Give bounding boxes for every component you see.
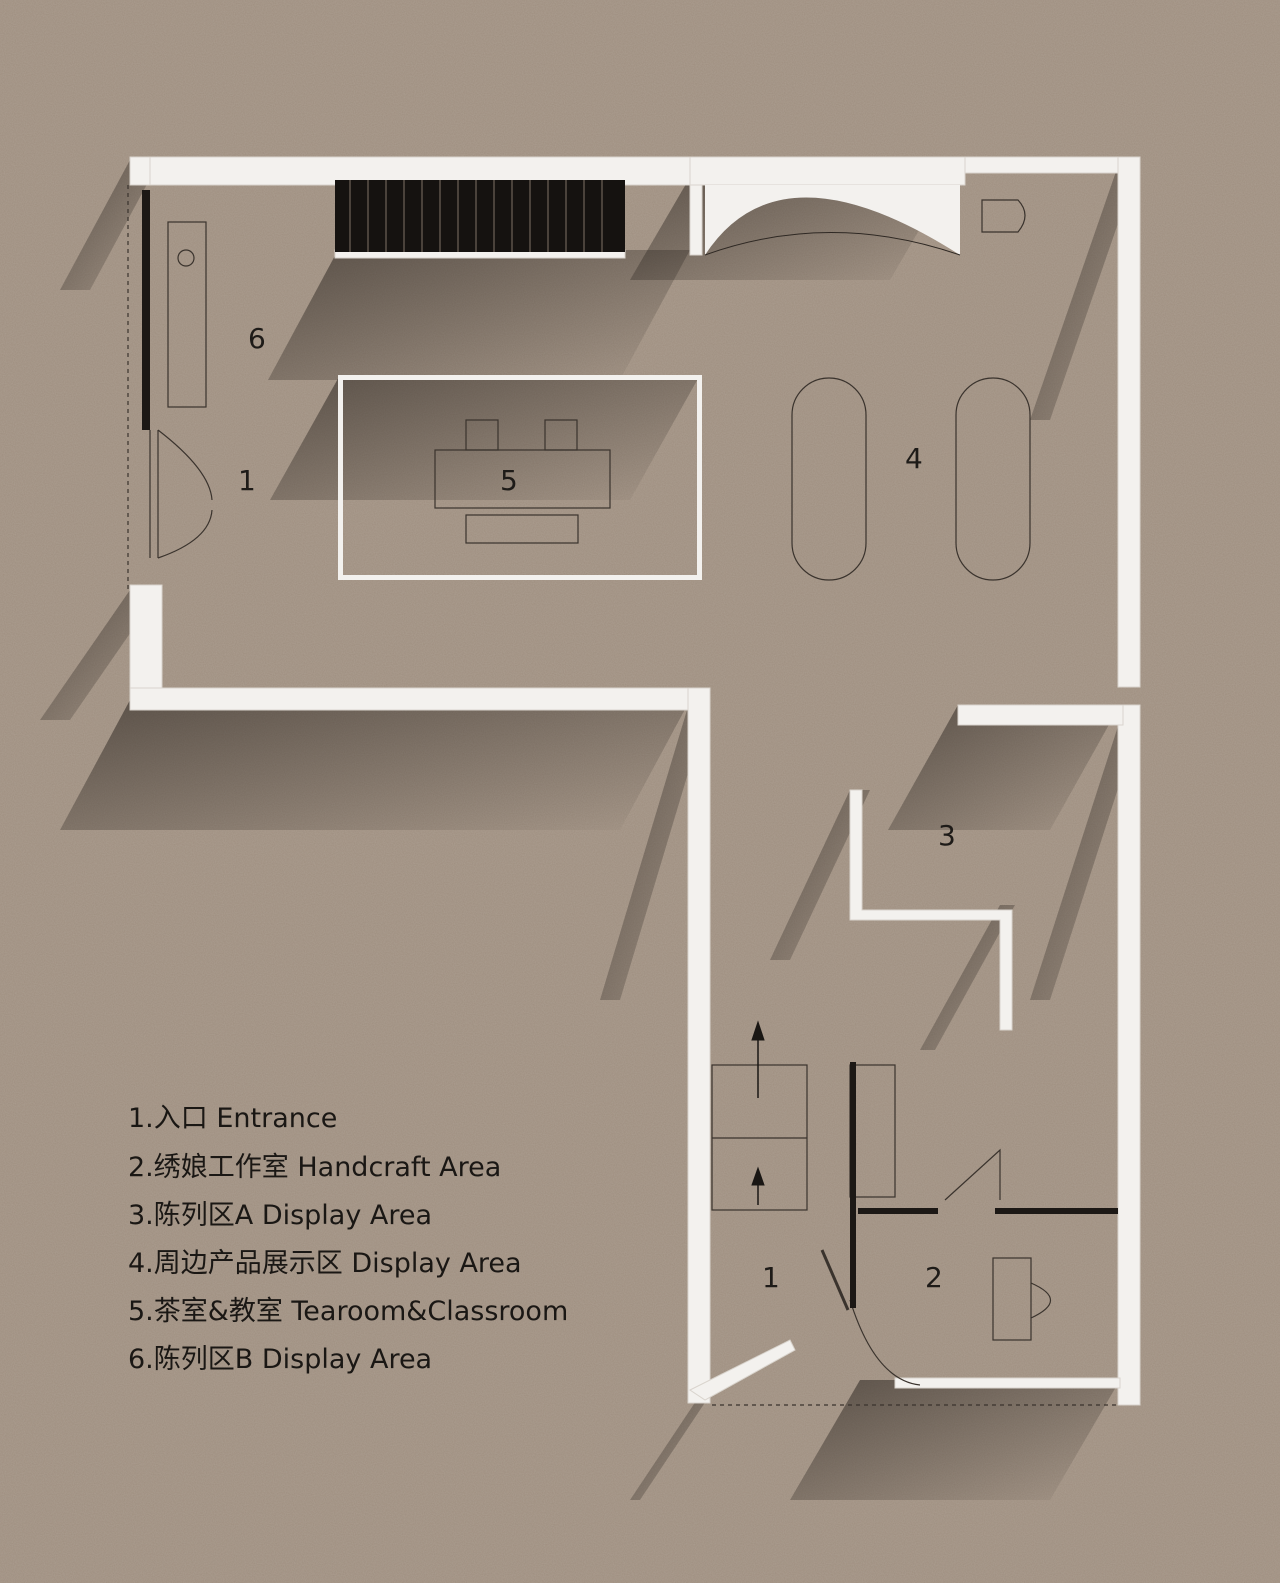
walls	[129, 156, 1141, 1406]
legend-item-2: 2.绣娘工作室 Handcraft Area	[128, 1152, 501, 1183]
room-label-1-bottom: 1	[762, 1261, 780, 1294]
arrow-up-icon	[751, 1020, 765, 1205]
room-label-2: 2	[925, 1261, 943, 1294]
legend-item-1: 1.入口 Entrance	[128, 1103, 337, 1134]
legend-item-6: 6.陈列区B Display Area	[128, 1344, 432, 1375]
room-label-3: 3	[938, 819, 956, 852]
room-label-4: 4	[905, 442, 923, 475]
room-label-5: 5	[500, 464, 518, 497]
legend-item-4: 4.周边产品展示区 Display Area	[128, 1248, 522, 1279]
legend-item-3: 3.陈列区A Display Area	[128, 1200, 432, 1231]
legend-item-5: 5.茶室&教室 Tearoom&Classroom	[128, 1296, 568, 1327]
dark-partitions	[142, 190, 1118, 1308]
tearoom-walls	[338, 375, 702, 580]
room-label-1-top: 1	[238, 464, 256, 497]
room-label-6: 6	[248, 322, 266, 355]
furniture	[127, 185, 1118, 1406]
room-labels: 6 1 5 4 3 1 2	[238, 322, 956, 1294]
arch	[705, 185, 960, 255]
legend: 1.入口 Entrance 2.绣娘工作室 Handcraft Area 3.陈…	[128, 1103, 568, 1375]
stair-icon	[335, 180, 625, 252]
arch-line	[704, 232, 961, 256]
